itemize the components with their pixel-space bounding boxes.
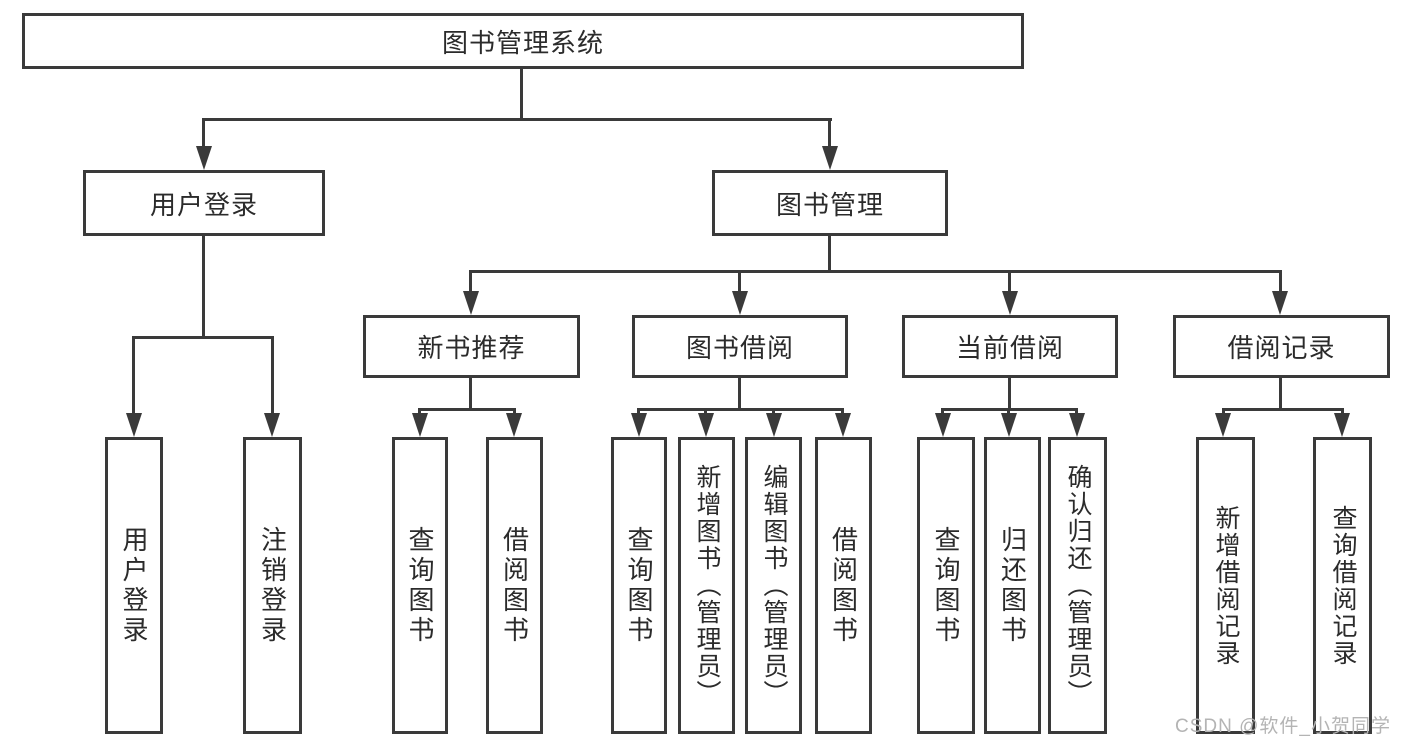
- node-library-system: 图书管理系统: [22, 13, 1024, 69]
- arrow-down-icon: [698, 413, 714, 437]
- watermark: CSDN @软件_小贺同学: [1175, 716, 1391, 737]
- connector-mgmt-rail: [470, 270, 1281, 273]
- leaf-nb-query-books: 查询图书: [392, 437, 448, 734]
- arrow-down-icon: [822, 146, 838, 170]
- connector-g1-rail: [418, 408, 516, 411]
- connector-user-stem: [202, 236, 205, 336]
- leaf-label: 编辑图书（管理员）: [760, 464, 788, 707]
- node-label: 当前借阅: [955, 333, 1064, 363]
- node-new-book-recommend: 新书推荐: [363, 315, 580, 378]
- leaf-br-add-record: 新增借阅记录: [1196, 437, 1255, 734]
- leaf-bb-borrow-books: 借阅图书: [815, 437, 872, 734]
- connector-drop-leaf: [1075, 408, 1078, 416]
- connector-drop-leaf: [941, 408, 944, 416]
- leaf-bb-query-books: 查询图书: [611, 437, 667, 734]
- connector-drop-leaf: [513, 408, 516, 416]
- node-borrow-records: 借阅记录: [1173, 315, 1390, 378]
- connector-drop-leaf: [704, 408, 707, 416]
- leaf-label: 用户登录: [119, 525, 149, 646]
- arrow-down-icon: [1069, 413, 1085, 437]
- leaf-label: 查询图书: [931, 525, 961, 646]
- arrow-down-icon: [1001, 413, 1017, 437]
- arrow-down-icon: [1002, 291, 1018, 315]
- node-label: 图书管理: [775, 189, 884, 220]
- arrow-down-icon: [1334, 413, 1350, 437]
- arrow-down-icon: [766, 413, 782, 437]
- node-label: 新书推荐: [417, 333, 526, 363]
- leaf-label: 查询借阅记录: [1329, 504, 1357, 667]
- leaf-label: 新增借阅记录: [1212, 504, 1240, 667]
- leaf-label: 借阅图书: [499, 525, 530, 646]
- node-book-borrow: 图书借阅: [632, 315, 848, 378]
- arrow-down-icon: [631, 413, 647, 437]
- leaf-br-query-record: 查询借阅记录: [1313, 437, 1372, 734]
- arrow-down-icon: [412, 413, 428, 437]
- leaf-bb-edit-books-admin: 编辑图书（管理员）: [745, 437, 802, 734]
- connector-drop-leaf: [1007, 408, 1010, 416]
- node-label: 图书借阅: [685, 333, 794, 363]
- connector-g4-stem: [1279, 378, 1282, 408]
- connector-drop-leaf: [841, 408, 844, 416]
- connector-drop-leaf: [637, 408, 640, 416]
- connector-drop-current-borrow: [1008, 270, 1011, 293]
- arrow-down-icon: [935, 413, 951, 437]
- arrow-down-icon: [196, 146, 212, 170]
- node-label: 借阅记录: [1227, 333, 1336, 363]
- arrow-down-icon: [732, 291, 748, 315]
- node-label: 用户登录: [149, 189, 258, 220]
- arrow-down-icon: [1272, 291, 1288, 315]
- leaf-label: 查询图书: [624, 525, 654, 646]
- node-user-login: 用户登录: [83, 170, 325, 236]
- connector-root-rail: [203, 118, 832, 121]
- arrow-down-icon: [463, 291, 479, 315]
- leaf-label: 归还图书: [997, 525, 1028, 646]
- leaf-label: 确认归还（管理员）: [1064, 464, 1092, 707]
- connector-root-stem: [520, 69, 523, 118]
- connector-drop-leaf: [132, 336, 135, 415]
- arrow-down-icon: [264, 413, 280, 437]
- connector-drop-borrow-records: [1279, 270, 1282, 293]
- connector-drop-leaf: [418, 408, 421, 416]
- connector-mgmt-stem: [828, 236, 831, 270]
- connector-g2-rail: [637, 408, 843, 411]
- node-label: 图书管理系统: [441, 27, 604, 58]
- arrow-down-icon: [506, 413, 522, 437]
- connector-g4-rail: [1222, 408, 1343, 411]
- connector-drop-book-borrow: [738, 270, 741, 293]
- connector-drop-new-books: [469, 270, 472, 293]
- connector-drop-leaf: [1222, 408, 1225, 416]
- leaf-bb-add-books-admin: 新增图书（管理员）: [678, 437, 735, 734]
- leaf-cb-query-books: 查询图书: [917, 437, 975, 734]
- connector-drop-leaf: [772, 408, 775, 416]
- leaf-label: 注销登录: [257, 525, 288, 646]
- node-book-management: 图书管理: [712, 170, 948, 236]
- leaf-logout: 注销登录: [243, 437, 302, 734]
- leaf-label: 查询图书: [405, 525, 435, 646]
- connector-g1-stem: [469, 378, 472, 408]
- leaf-label: 新增图书（管理员）: [693, 464, 721, 707]
- connector-g3-stem: [1008, 378, 1011, 408]
- connector-user-rail: [133, 336, 274, 339]
- connector-g2-stem: [738, 378, 741, 408]
- leaf-cb-confirm-return-admin: 确认归还（管理员）: [1048, 437, 1107, 734]
- arrow-down-icon: [126, 413, 142, 437]
- leaf-user-login: 用户登录: [105, 437, 163, 734]
- leaf-cb-return-books: 归还图书: [984, 437, 1041, 734]
- connector-drop-user-login: [202, 118, 205, 148]
- leaf-nb-borrow-books: 借阅图书: [486, 437, 543, 734]
- arrow-down-icon: [835, 413, 851, 437]
- leaf-label: 借阅图书: [828, 525, 859, 646]
- connector-drop-book-mgmt: [828, 118, 831, 148]
- node-current-borrow: 当前借阅: [902, 315, 1118, 378]
- arrow-down-icon: [1215, 413, 1231, 437]
- connector-drop-leaf: [1341, 408, 1344, 416]
- connector-drop-leaf: [271, 336, 274, 415]
